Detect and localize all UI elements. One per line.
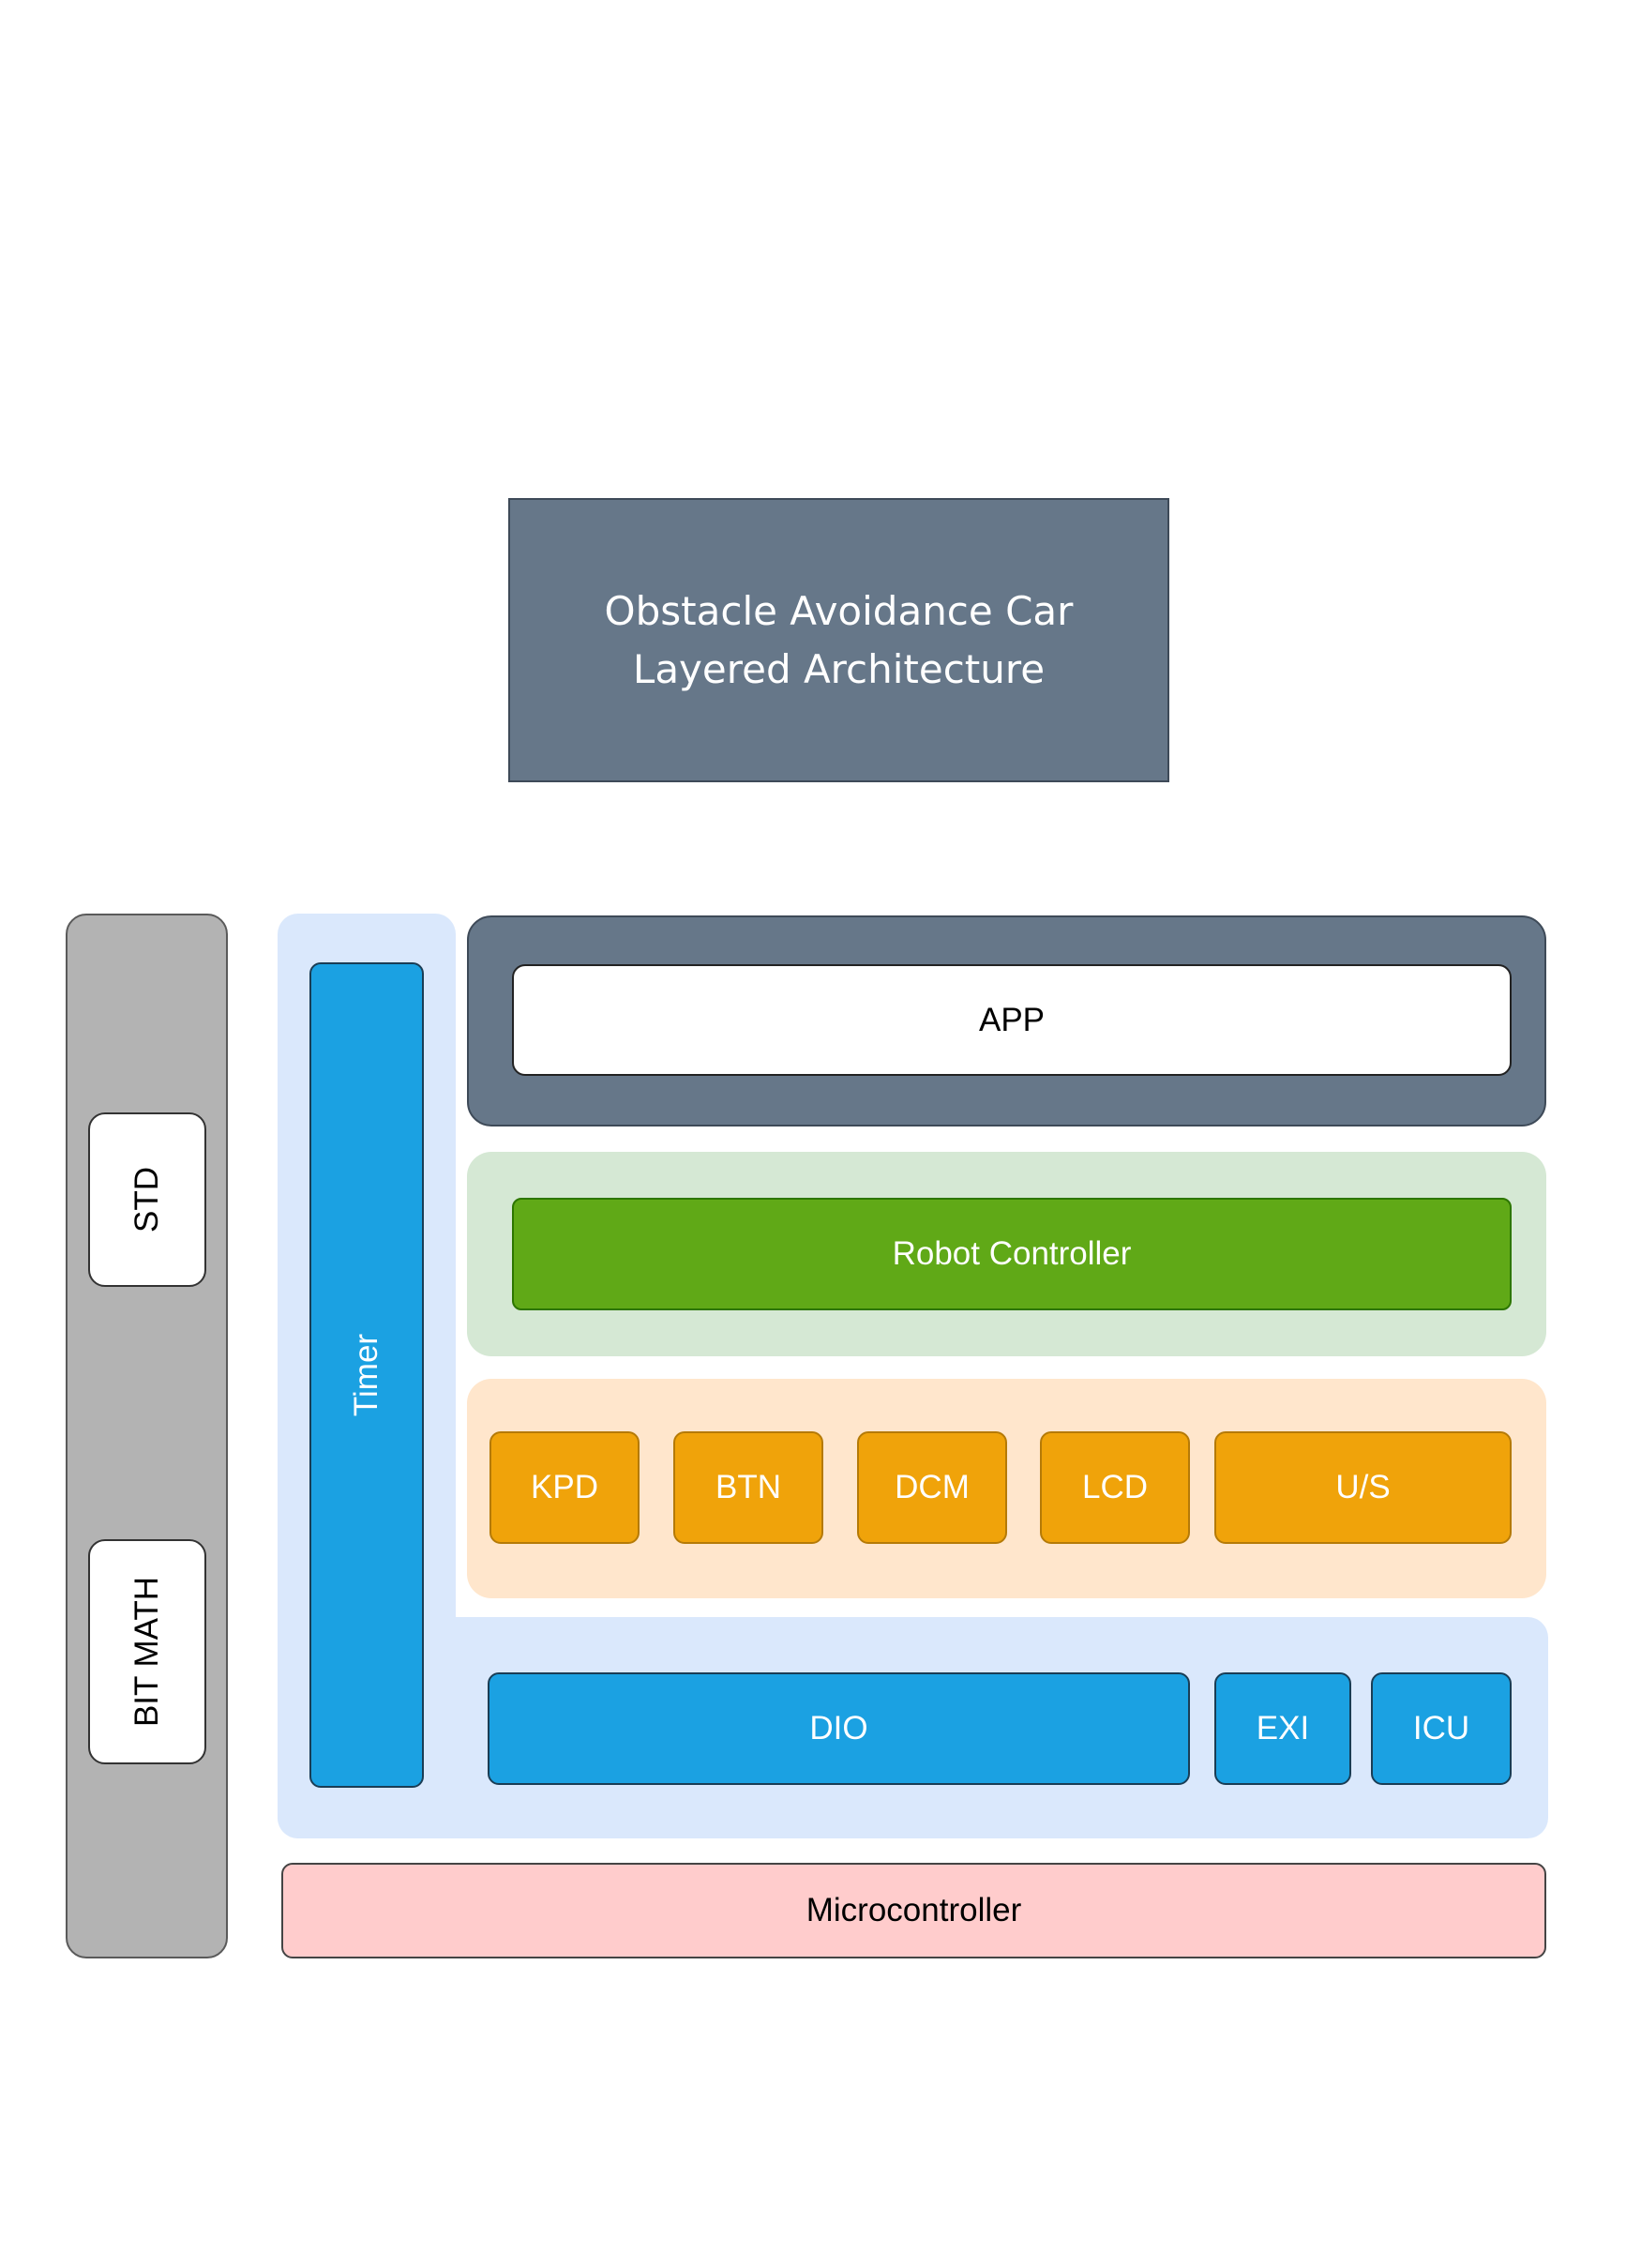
title-line-2: Layered Architecture (632, 645, 1046, 692)
robot-controller-box: Robot Controller (512, 1198, 1512, 1310)
bit-math-label: BIT MATH (128, 1576, 166, 1728)
diagram-title: Obstacle Avoidance Car Layered Architect… (508, 498, 1169, 782)
exi-label: EXI (1256, 1710, 1310, 1746)
dcm-label: DCM (895, 1469, 970, 1505)
timer-driver-box: Timer (309, 962, 424, 1788)
btn-module-box: BTN (673, 1431, 823, 1544)
lcd-module-box: LCD (1040, 1431, 1190, 1544)
bit-math-library-box: BIT MATH (88, 1539, 206, 1764)
kpd-label: KPD (531, 1469, 598, 1505)
lcd-label: LCD (1081, 1469, 1149, 1505)
dio-driver-box: DIO (488, 1672, 1190, 1785)
ultrasonic-label: U/S (1335, 1469, 1391, 1505)
exi-driver-box: EXI (1214, 1672, 1351, 1785)
kpd-module-box: KPD (489, 1431, 640, 1544)
icu-driver-box: ICU (1371, 1672, 1512, 1785)
icu-label: ICU (1412, 1710, 1470, 1746)
std-label: STD (128, 1167, 165, 1232)
title-line-1: Obstacle Avoidance Car (604, 587, 1074, 634)
dio-label: DIO (809, 1710, 868, 1746)
btn-label: BTN (715, 1469, 781, 1505)
ultrasonic-module-box: U/S (1214, 1431, 1512, 1544)
microcontroller-layer: Microcontroller (281, 1863, 1546, 1958)
timer-label: Timer (347, 1333, 384, 1417)
robot-controller-label: Robot Controller (892, 1235, 1132, 1272)
std-library-box: STD (88, 1112, 206, 1287)
microcontroller-label: Microcontroller (805, 1892, 1022, 1928)
dcm-module-box: DCM (857, 1431, 1007, 1544)
library-column (66, 914, 228, 1958)
app-box: APP (512, 964, 1512, 1076)
app-label: APP (978, 1001, 1046, 1038)
